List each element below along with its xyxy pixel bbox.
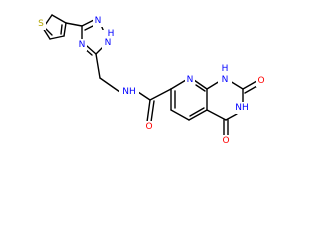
ring-nh-hydrogen: H — [222, 64, 229, 74]
bond-pym-co-top — [242, 80, 258, 90]
bond-pyr-1 — [170, 79, 187, 90]
bond-thiophene-1 — [51, 14, 67, 24]
bond-pyr-5 — [170, 109, 190, 121]
amide-nh-label: NH — [122, 87, 136, 97]
imide-nh-label: NH — [235, 103, 249, 113]
triazole-nitrogen-left: N — [79, 40, 86, 50]
triazole-nitrogen-top: N — [95, 16, 102, 26]
bond-pyr-2-double — [195, 84, 206, 92]
ring-nh-nitrogen: N — [222, 75, 229, 85]
bond-pym-5 — [206, 109, 227, 121]
bond-carbonyl-ring — [149, 88, 172, 101]
amide-oxygen-label: O — [145, 122, 152, 132]
triazole-nh-hydrogen: H — [108, 29, 115, 39]
carbonyl-oxygen-bottom-label: O — [222, 136, 229, 146]
bond-triazole-1 — [81, 19, 95, 27]
bond-thiophene-3 — [49, 35, 65, 40]
carbonyl-oxygen-top-label: O — [257, 76, 264, 86]
bond-pym-2 — [229, 80, 244, 90]
pyridine-nitrogen-label: N — [187, 75, 194, 85]
bond-carbonyl-o — [146, 99, 151, 123]
bond-triazole-ch2 — [95, 53, 101, 79]
atom-labels: S N N H N NH O N H N NH O O — [36, 15, 266, 147]
bond-pyr-4 — [188, 109, 208, 121]
bond-thiophene-2-double — [60, 24, 63, 35]
bond-pyr-4-double — [189, 107, 205, 117]
bond-triazole-4 — [86, 45, 97, 55]
bond-pym-1 — [206, 80, 221, 90]
bond-thiophene-2 — [63, 22, 67, 37]
bond-ch2-nh — [99, 77, 121, 93]
molecule-structure-diagram: S N N H N NH O N H N NH O O — [36, 14, 266, 147]
bond-carbonyl-o-double — [150, 100, 155, 123]
triazole-nh-nitrogen: N — [105, 38, 112, 48]
bond-thiophene-4-double — [45, 28, 53, 36]
bond-nh-carbonyl — [137, 91, 151, 101]
bond-pyr-2 — [193, 79, 208, 90]
bond-thiophene-triazole — [65, 22, 83, 27]
bond-pym-4 — [225, 113, 238, 121]
sulfur-label: S — [38, 19, 44, 29]
